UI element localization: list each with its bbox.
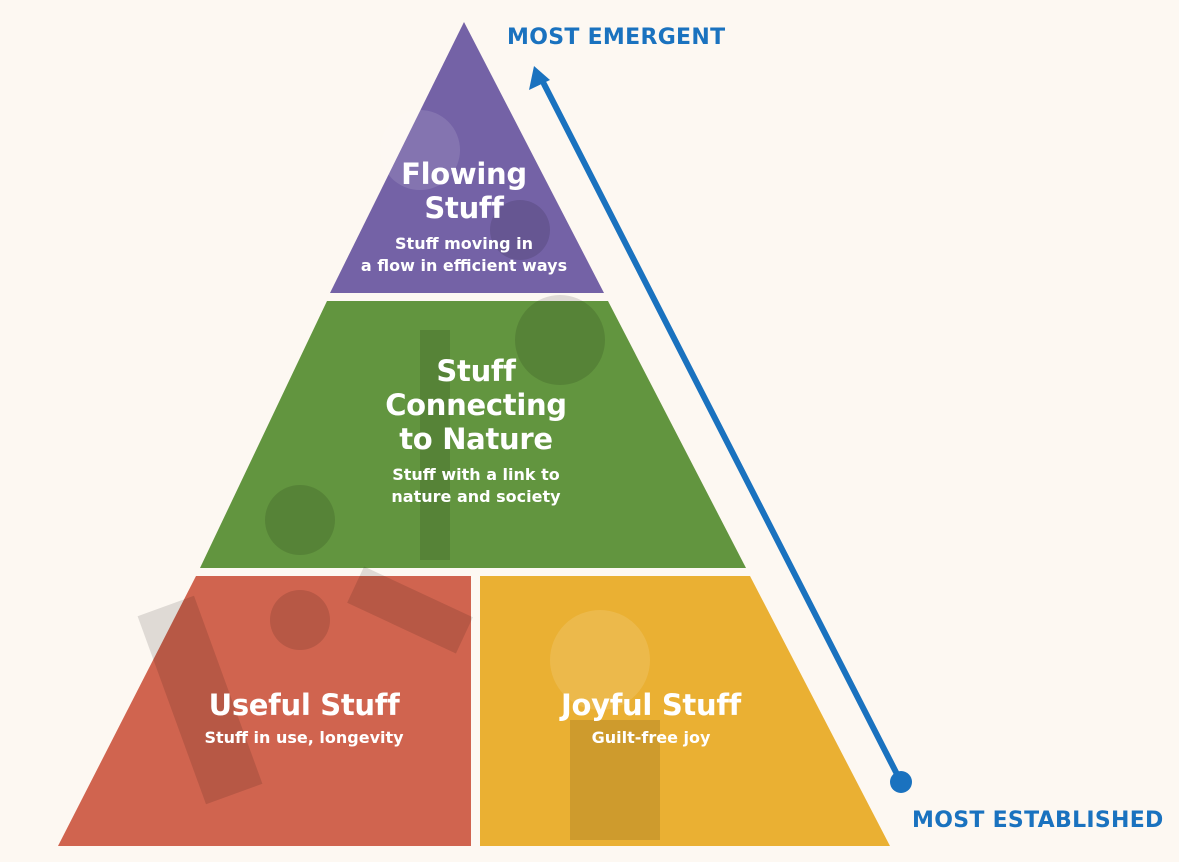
texture-overlay	[137, 110, 660, 840]
flowing-stuff-subtitle-line1: Stuff moving in	[395, 234, 533, 253]
tier-joyful-stuff	[480, 576, 890, 846]
flowing-stuff-title-line1: Flowing	[401, 157, 527, 191]
emergence-arrow-head	[529, 66, 550, 90]
connecting-nature-title-line2: Connecting	[385, 388, 567, 422]
connecting-nature-subtitle: Stuff with a link to nature and society	[356, 464, 596, 508]
emergence-arrow-shaft	[541, 81, 904, 785]
connecting-nature-subtitle-line1: Stuff with a link to	[392, 465, 560, 484]
flowing-stuff-subtitle: Stuff moving in a flow in efficient ways	[344, 233, 584, 277]
most-established-label: MOST ESTABLISHED	[912, 808, 1164, 833]
flowing-stuff-title: Flowing Stuff	[364, 157, 564, 225]
connecting-nature-title-line3: to Nature	[399, 422, 553, 456]
emergence-arrow-origin-dot	[890, 771, 912, 793]
flowing-stuff-title-line2: Stuff	[424, 191, 504, 225]
connecting-nature-title: Stuff Connecting to Nature	[336, 354, 616, 456]
connecting-nature-subtitle-line2: nature and society	[391, 487, 561, 506]
joyful-stuff-title: Joyful Stuff	[561, 688, 741, 722]
joyful-stuff-subtitle: Guilt-free joy	[591, 728, 711, 747]
useful-stuff-subtitle: Stuff in use, longevity	[204, 728, 404, 747]
tier-flowing-stuff	[330, 22, 604, 293]
tier-useful-stuff	[58, 576, 471, 846]
useful-stuff-title: Useful Stuff	[208, 688, 400, 722]
flowing-stuff-subtitle-line2: a flow in efficient ways	[360, 256, 568, 275]
connecting-nature-title-line1: Stuff	[436, 354, 516, 388]
tier-stuff-connecting-to-nature	[200, 301, 746, 568]
most-emergent-label: MOST EMERGENT	[507, 25, 726, 50]
